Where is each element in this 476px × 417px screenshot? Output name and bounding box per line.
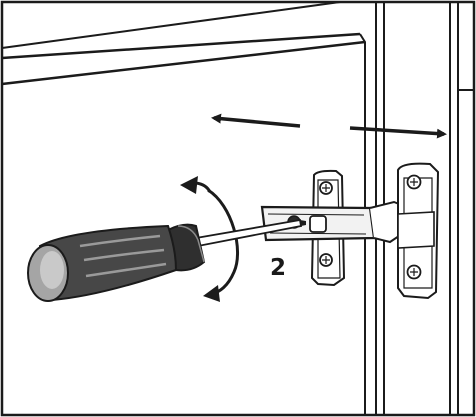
screwdriver-tip [300, 220, 306, 226]
move-right-arrow-icon [349, 126, 447, 139]
hinge-door-plate [397, 162, 440, 300]
rotation-arrows-icon [180, 176, 239, 302]
cabinet-door [449, 2, 474, 415]
cabinet-top-edge [1, 1, 366, 86]
cabinet-hinge-icon [260, 200, 406, 244]
screwdriver-handle [38, 224, 178, 302]
move-left-arrow-icon [211, 113, 301, 128]
step-number-label: 2 [270, 255, 287, 281]
screwdriver-icon [27, 218, 306, 302]
